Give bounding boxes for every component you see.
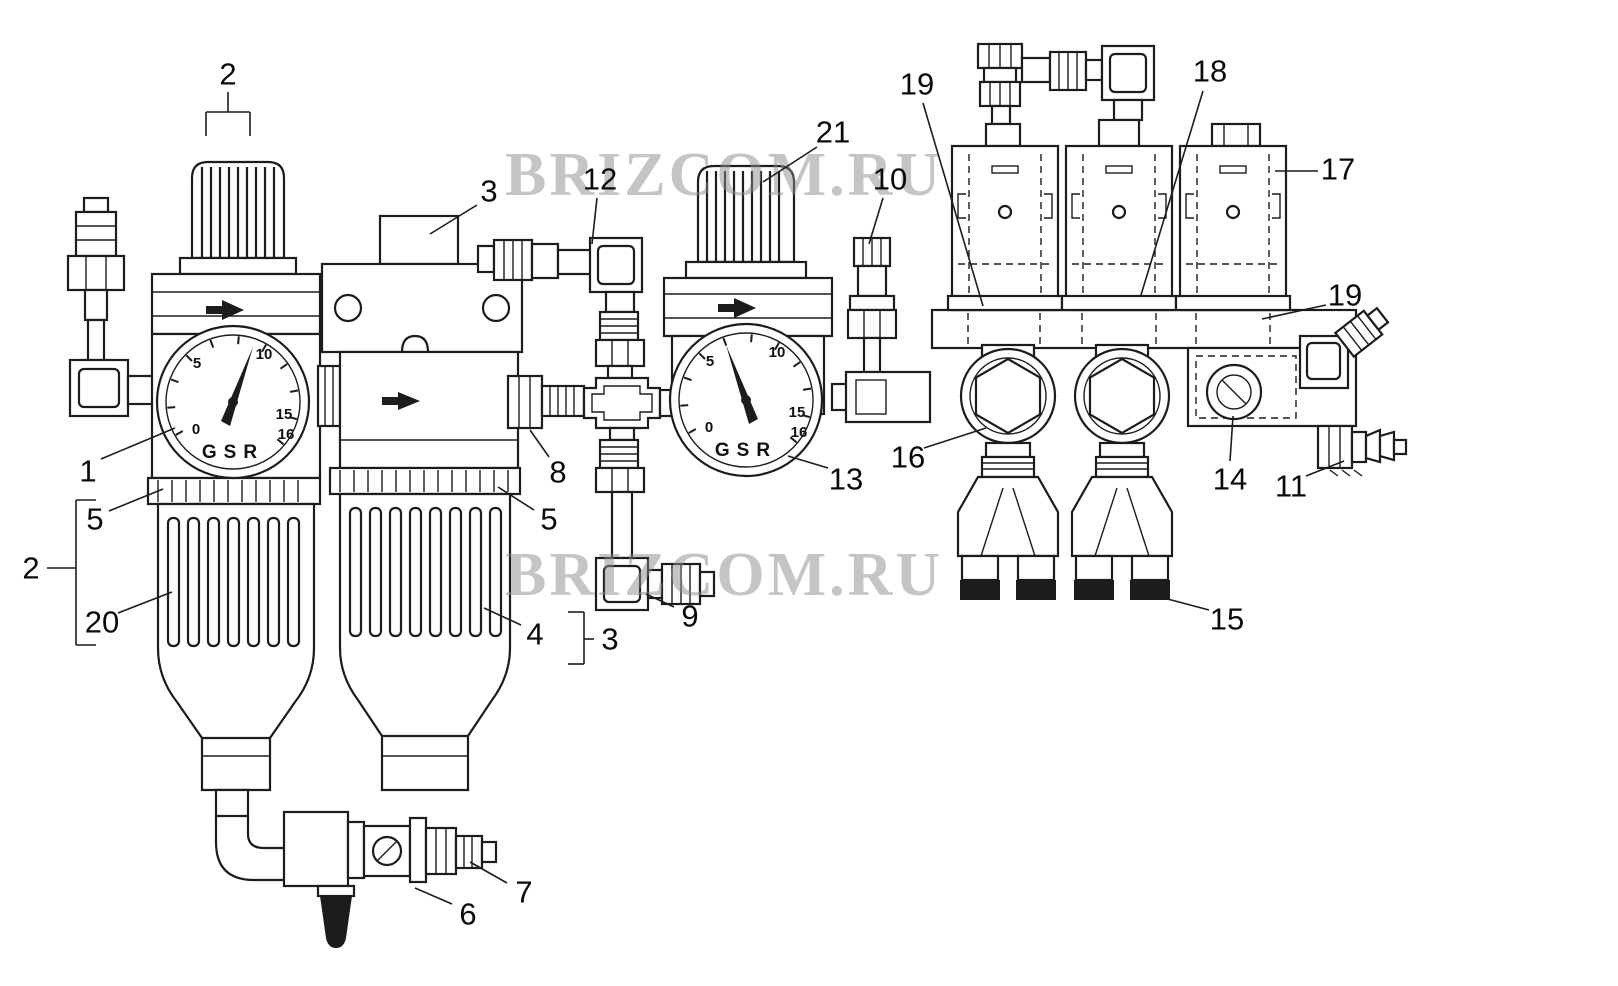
knob-base <box>178 256 298 276</box>
callout-15: 15 <box>1209 601 1245 637</box>
gauge2-tick-label: 5 <box>706 353 714 370</box>
lubricator-bowl <box>338 492 512 792</box>
pressure-gauge-1: 0 5 10 15 16 GSR <box>155 324 311 480</box>
gauge2-tick-label: 0 <box>705 419 713 436</box>
callout-3-group: 3 <box>601 621 619 657</box>
watermark-text: BRIZCOM.RU <box>505 141 944 209</box>
valve-handle <box>320 896 352 948</box>
bowl-flange <box>328 466 522 496</box>
flow-arrow-icon <box>734 298 756 318</box>
gauge1-tick-label: 0 <box>192 421 200 438</box>
callout-14: 14 <box>1212 461 1248 497</box>
pressure-gauge-2: 0 5 10 15 16 GSR <box>668 322 824 478</box>
callout-19-right: 19 <box>1327 277 1363 313</box>
callout-1: 1 <box>79 453 97 489</box>
angled-elbow-fitting <box>1298 306 1390 390</box>
callout-20: 20 <box>84 604 120 640</box>
callout-7: 7 <box>515 874 533 910</box>
gauge2-tick-label: 15 <box>789 404 806 421</box>
callout-16: 16 <box>890 439 926 475</box>
drain-valve-assembly <box>214 810 498 948</box>
gauge2-brand-label: GSR <box>715 440 777 461</box>
callout-5-left: 5 <box>86 501 104 537</box>
callout-21: 21 <box>815 114 851 150</box>
callout-12: 12 <box>582 161 618 197</box>
supply-fitting-elbow <box>976 42 1262 148</box>
gauge1-tick-label: 5 <box>193 355 201 372</box>
sight-dome <box>400 334 430 353</box>
lubricator-unit <box>316 214 586 792</box>
callout-13: 13 <box>828 461 864 497</box>
cross-body <box>582 376 662 430</box>
solenoid-valve-2 <box>1060 144 1178 312</box>
barbed-fitting-11 <box>1316 424 1408 477</box>
callout-9: 9 <box>681 598 699 634</box>
gauge1-tick-label: 15 <box>276 406 293 423</box>
callout-3-top: 3 <box>480 173 498 209</box>
gauge1-tick-label: 10 <box>256 346 273 363</box>
solenoid-valve-1 <box>946 144 1064 312</box>
callout-8: 8 <box>549 454 567 490</box>
flow-arrow-icon <box>398 392 420 410</box>
valve-handle-pivot <box>316 884 356 898</box>
outlet-assembly-2 <box>1070 343 1174 602</box>
gauge1-brand-label: GSR <box>202 442 264 463</box>
solenoid-valve-3 <box>1174 144 1292 312</box>
callout-18: 18 <box>1192 53 1228 89</box>
callout-10: 10 <box>872 161 908 197</box>
callout-6: 6 <box>459 896 477 932</box>
callout-11: 11 <box>1274 468 1308 504</box>
filter-regulator-unit <box>146 160 322 818</box>
watermark-text: BRIZCOM.RU <box>505 541 944 609</box>
callout-2-top: 2 <box>219 56 237 92</box>
callout-5-mid: 5 <box>540 501 558 537</box>
branch-fitting-10 <box>844 236 932 424</box>
callout-19-top: 19 <box>899 66 935 102</box>
gauge-needle <box>726 345 758 424</box>
callout-17: 17 <box>1320 151 1356 187</box>
gauge-needle <box>221 347 253 426</box>
knob-base <box>684 260 808 280</box>
gauge1-tick-label: 16 <box>278 426 295 443</box>
union-nut <box>506 374 544 430</box>
inlet-fitting-left <box>66 196 158 418</box>
outlet-assembly-1 <box>956 343 1060 602</box>
callout-4: 4 <box>526 616 544 652</box>
gauge2-tick-label: 10 <box>769 344 786 361</box>
callout-2-left: 2 <box>22 550 40 586</box>
flow-arrow-icon <box>222 300 244 320</box>
bowl-flange <box>146 476 322 506</box>
gauge2-tick-label: 16 <box>791 424 808 441</box>
